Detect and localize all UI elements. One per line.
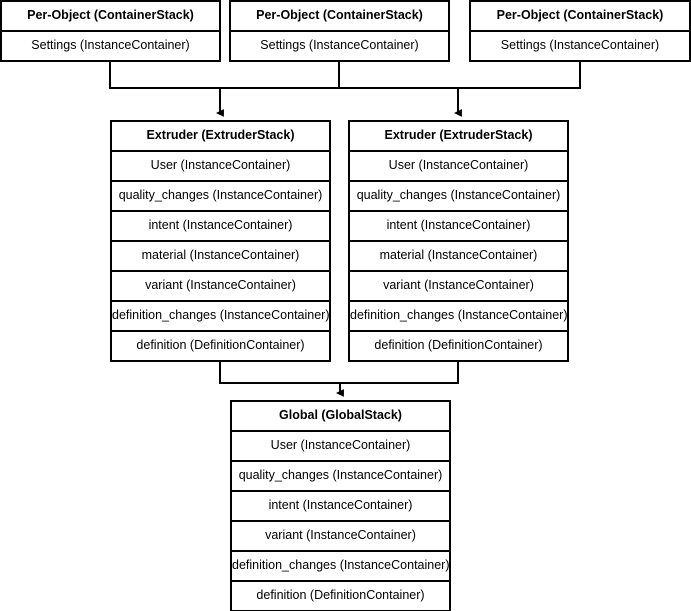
node-row[interactable]: Settings (InstanceContainer) xyxy=(260,38,419,52)
node-row[interactable]: User (InstanceContainer) xyxy=(112,152,329,182)
node-row[interactable]: definition (DefinitionContainer) xyxy=(136,338,305,352)
edge-extruder1-to-global xyxy=(219,362,344,397)
node-row[interactable]: User (InstanceContainer) xyxy=(350,152,567,182)
node-row[interactable]: material (InstanceContainer) xyxy=(350,242,567,272)
edge-po2-to-extruder2 xyxy=(338,62,462,117)
edge-po1-to-extruder1 xyxy=(109,62,224,117)
node-row[interactable]: definition_changes (InstanceContainer) xyxy=(232,552,449,582)
node-row[interactable]: quality_changes (InstanceContainer) xyxy=(350,182,567,212)
node-header-global: Global (GlobalStack) xyxy=(232,402,449,432)
node-per-object-3[interactable]: Per-Object (ContainerStack) Settings (Ins… xyxy=(469,0,691,62)
node-row[interactable]: intent (InstanceContainer) xyxy=(112,212,329,242)
node-global[interactable]: Global (GlobalStack)User (InstanceContai… xyxy=(230,400,451,611)
edge-po2-to-extruder1 xyxy=(216,62,340,117)
node-header-extruder-1: Extruder (ExtruderStack) xyxy=(112,122,329,152)
node-row[interactable]: quality_changes (InstanceContainer) xyxy=(232,462,449,492)
node-row[interactable]: variant (InstanceContainer) xyxy=(112,272,329,302)
node-row[interactable]: definition_changes (InstanceContainer) xyxy=(112,302,329,332)
node-row[interactable]: definition (DefinitionContainer) xyxy=(374,338,543,352)
node-row[interactable]: material (InstanceContainer) xyxy=(112,242,329,272)
edge-po3-to-extruder2 xyxy=(454,62,581,117)
node-row[interactable]: intent (InstanceContainer) xyxy=(350,212,567,242)
node-extruder-1[interactable]: Extruder (ExtruderStack)User (InstanceCo… xyxy=(110,120,331,362)
node-header-per-object-2: Per-Object (ContainerStack) xyxy=(231,2,448,32)
node-row[interactable]: Settings (InstanceContainer) xyxy=(31,38,190,52)
node-row[interactable]: User (InstanceContainer) xyxy=(232,432,449,462)
node-row[interactable]: definition_changes (InstanceContainer) xyxy=(350,302,567,332)
node-row[interactable]: definition (DefinitionContainer) xyxy=(256,588,425,602)
node-row[interactable]: intent (InstanceContainer) xyxy=(232,492,449,522)
node-row[interactable]: variant (InstanceContainer) xyxy=(232,522,449,552)
node-header-per-object-3: Per-Object (ContainerStack) xyxy=(471,2,689,32)
edge-extruder2-to-global xyxy=(336,362,459,397)
node-row[interactable]: quality_changes (InstanceContainer) xyxy=(112,182,329,212)
node-row[interactable]: variant (InstanceContainer) xyxy=(350,272,567,302)
node-extruder-2[interactable]: Extruder (ExtruderStack)User (InstanceCo… xyxy=(348,120,569,362)
node-per-object-1[interactable]: Per-Object (ContainerStack) Settings (Ins… xyxy=(0,0,221,62)
node-header-extruder-2: Extruder (ExtruderStack) xyxy=(350,122,567,152)
node-per-object-2[interactable]: Per-Object (ContainerStack) Settings (Ins… xyxy=(229,0,450,62)
node-header-per-object-1: Per-Object (ContainerStack) xyxy=(2,2,219,32)
node-row[interactable]: Settings (InstanceContainer) xyxy=(500,38,660,52)
